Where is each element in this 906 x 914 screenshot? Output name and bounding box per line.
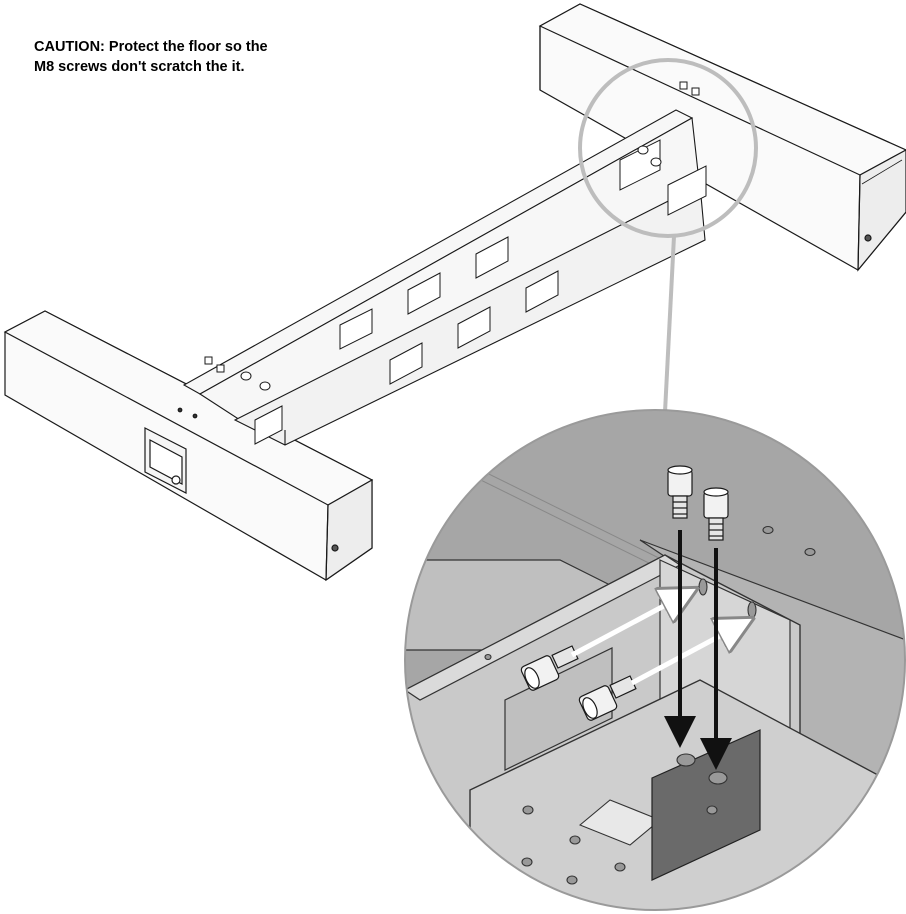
screw-icon: [691, 87, 700, 96]
detail-view: [404, 409, 906, 911]
screw-icon: [667, 465, 693, 519]
caution-line-1: CAUTION: Protect the floor so the: [34, 39, 268, 55]
screw-icon: [240, 371, 252, 381]
right-foot: [538, 3, 906, 272]
cross-beam-front: [233, 184, 706, 446]
screw-icon: [216, 364, 225, 373]
cross-beam-rear: [182, 109, 701, 421]
insertion-arrow-icon: [570, 530, 746, 770]
beam-slots: [254, 139, 707, 445]
callout-leader: [663, 235, 676, 413]
screw-icon: [578, 675, 637, 721]
caution-note: CAUTION: Protect the floor so the M8 scr…: [34, 37, 364, 77]
small-screws: [204, 81, 700, 391]
left-foot: [3, 310, 374, 582]
screw-icon: [204, 356, 213, 365]
screw-icon: [520, 645, 579, 691]
screw-icon: [259, 381, 271, 391]
callout-circle-small: [578, 58, 758, 238]
caution-line-2: M8 screws don't scratch the it.: [34, 59, 245, 75]
screw-icon: [637, 145, 649, 155]
screw-icon: [650, 157, 662, 167]
screw-icon: [703, 487, 729, 541]
screw-icon: [679, 81, 688, 90]
